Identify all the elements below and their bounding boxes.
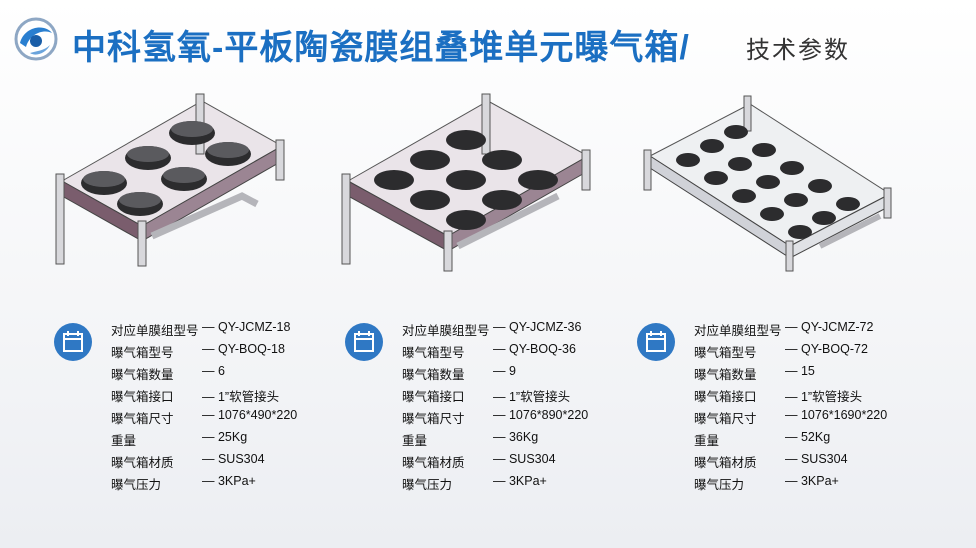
- spec-block-18: 对应单膜组型号— QY-JCMZ-18 曝气箱型号— QY-BOQ-18 曝气箱…: [54, 320, 354, 500]
- calendar-icon: [637, 323, 675, 361]
- aeration-box-image-36: [341, 93, 591, 272]
- spec-block-72: 对应单膜组型号— QY-JCMZ-72 曝气箱型号— QY-BOQ-72 曝气箱…: [637, 320, 937, 500]
- company-logo-icon: [14, 17, 58, 61]
- page-title: 中科氢氧-平板陶瓷膜组叠堆单元曝气箱/: [72, 29, 690, 67]
- spec-block-36: 对应单膜组型号— QY-JCMZ-36 曝气箱型号— QY-BOQ-36 曝气箱…: [345, 320, 645, 500]
- aeration-box-image-18: [55, 93, 285, 267]
- calendar-icon: [54, 323, 92, 361]
- page-subtitle: 技术参数: [746, 37, 850, 64]
- aeration-box-image-72: [643, 95, 892, 272]
- header: 中科氢氧-平板陶瓷膜组叠堆单元曝气箱/ 技术参数: [14, 14, 954, 70]
- calendar-icon: [345, 323, 383, 361]
